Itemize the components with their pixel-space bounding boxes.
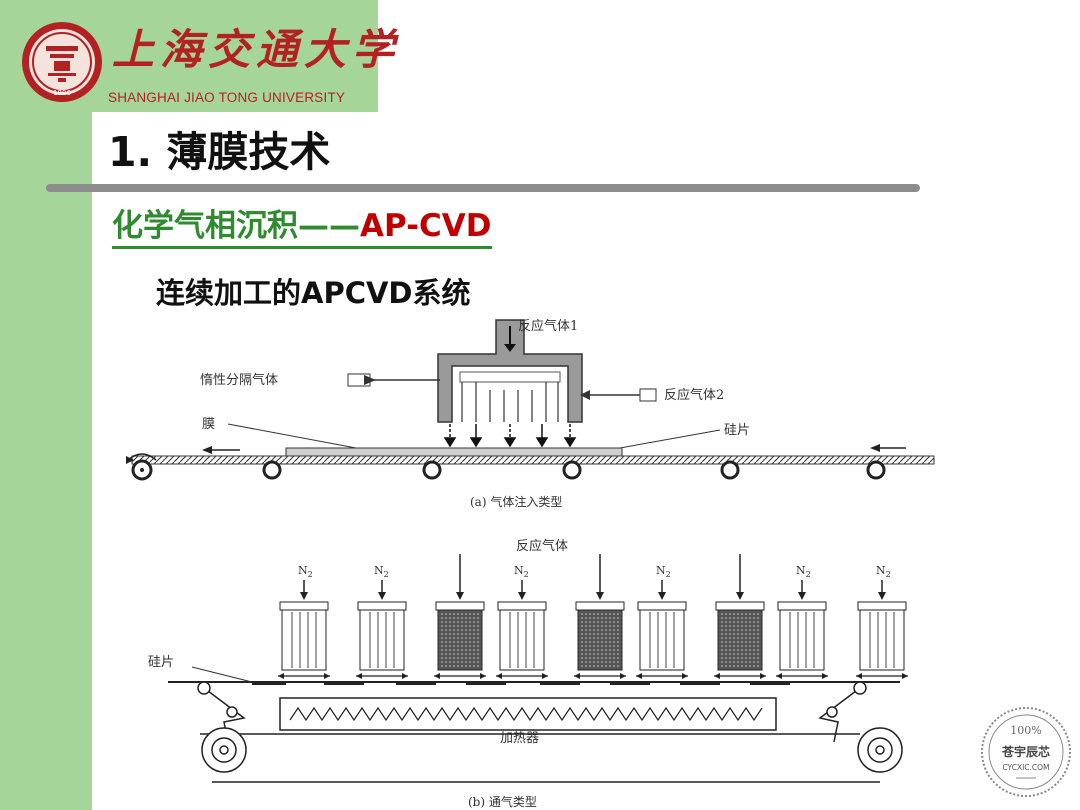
reactant-nozzle <box>434 554 486 679</box>
n2-nozzle <box>776 580 828 679</box>
section-heading-main: 化学气相沉积—— <box>112 208 360 244</box>
svg-text:N2: N2 <box>876 564 891 579</box>
film-wafer <box>285 447 623 457</box>
conveyor-belt-a <box>131 455 935 465</box>
label-reactant2: 反应气体2 <box>664 387 724 403</box>
side-band <box>0 0 92 810</box>
n2-sub: 2 <box>308 570 313 579</box>
logo-box: 1896 上海交通大学 SHANGHAI JIAO TONG UNIVERSIT… <box>0 0 394 112</box>
n2-sub: 2 <box>886 570 891 579</box>
university-name-cn: 上海交通大学 <box>112 25 401 74</box>
svg-text:N2: N2 <box>374 564 389 579</box>
watermark-percent: 100% <box>1010 724 1041 737</box>
apcvd-diagram: 反应气体1 惰性分隔气体 反应气体2 膜 硅片 (a) 气体注入类型 反应气体 … <box>126 318 935 809</box>
n2-sub: 2 <box>384 570 389 579</box>
watermark-stamp-icon: 100% 苍宇辰芯 CYCXIC.COM <box>981 707 1071 797</box>
label-film: 膜 <box>202 417 215 432</box>
svg-text:N2: N2 <box>514 564 529 579</box>
caption-b: (b) 通气类型 <box>468 794 537 809</box>
page-title: 1. 薄膜技术 <box>108 128 331 176</box>
section-heading-accent: AP-CVD <box>360 208 492 244</box>
label-inert-gas: 惰性分隔气体 <box>200 372 278 388</box>
diagram-a: 反应气体1 惰性分隔气体 反应气体2 膜 硅片 (a) 气体注入类型 <box>126 318 935 509</box>
seal-year: 1896 <box>53 89 71 97</box>
reactant-nozzle <box>574 554 626 679</box>
n2-label: N <box>876 564 886 577</box>
n2-label: N <box>656 564 666 577</box>
label-wafer-a: 硅片 <box>724 423 750 438</box>
svg-text:N2: N2 <box>298 564 313 579</box>
university-seal-icon: 1896 <box>22 22 102 102</box>
inner-channel <box>459 371 561 383</box>
svg-text:N2: N2 <box>656 564 671 579</box>
university-name-en: SHANGHAI JIAO TONG UNIVERSITY <box>108 90 346 105</box>
n2-nozzle <box>856 580 908 679</box>
n2-sub: 2 <box>524 570 529 579</box>
label-reactant1: 反应气体1 <box>518 318 578 334</box>
n2-nozzle <box>356 580 408 679</box>
n2-sub: 2 <box>666 570 671 579</box>
sub-heading: 连续加工的APCVD系统 <box>156 276 471 310</box>
title-divider <box>46 184 920 192</box>
watermark-domain: CYCXIC.COM <box>1002 763 1049 772</box>
n2-sub: 2 <box>806 570 811 579</box>
n2-label: N <box>298 564 308 577</box>
n2-label: N <box>514 564 524 577</box>
rollers-a <box>262 460 886 480</box>
n2-nozzle <box>278 580 330 679</box>
n2-label: N <box>796 564 806 577</box>
n2-nozzle <box>636 580 688 679</box>
diagram-b: 反应气体 N2 N2 N2 N2 N2 N2 硅片 加热器 <box>148 538 908 809</box>
section-heading: 化学气相沉积——AP-CVD <box>112 206 492 249</box>
label-reactant-b: 反应气体 <box>516 538 568 554</box>
label-wafer-b: 硅片 <box>148 655 174 670</box>
svg-text:N2: N2 <box>796 564 811 579</box>
caption-a: (a) 气体注入类型 <box>470 494 562 509</box>
reactant-nozzle <box>714 554 766 679</box>
n2-label: N <box>374 564 384 577</box>
n2-nozzle <box>496 580 548 679</box>
watermark-name: 苍宇辰芯 <box>1001 744 1050 759</box>
